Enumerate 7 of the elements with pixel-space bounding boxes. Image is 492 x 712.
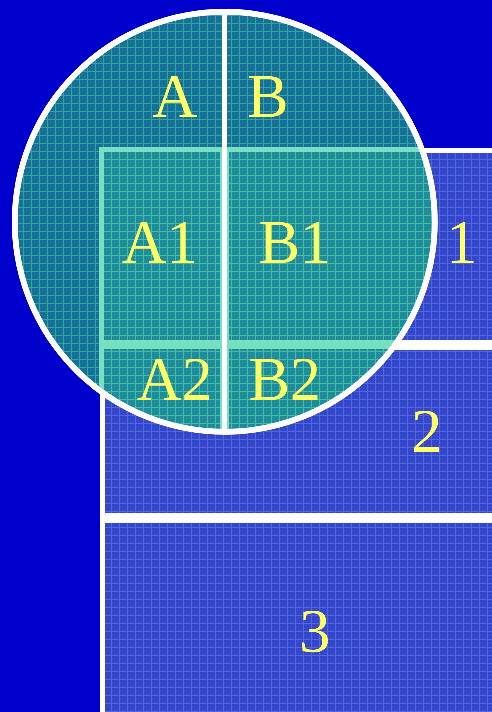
region-label: 2 [412,401,442,463]
region-label: A1 [122,212,198,274]
region-label: 3 [300,601,330,663]
region-label: A [152,66,198,128]
region-label: 1 [446,212,478,274]
region-label: B [247,66,289,128]
region-label: B1 [258,212,332,274]
